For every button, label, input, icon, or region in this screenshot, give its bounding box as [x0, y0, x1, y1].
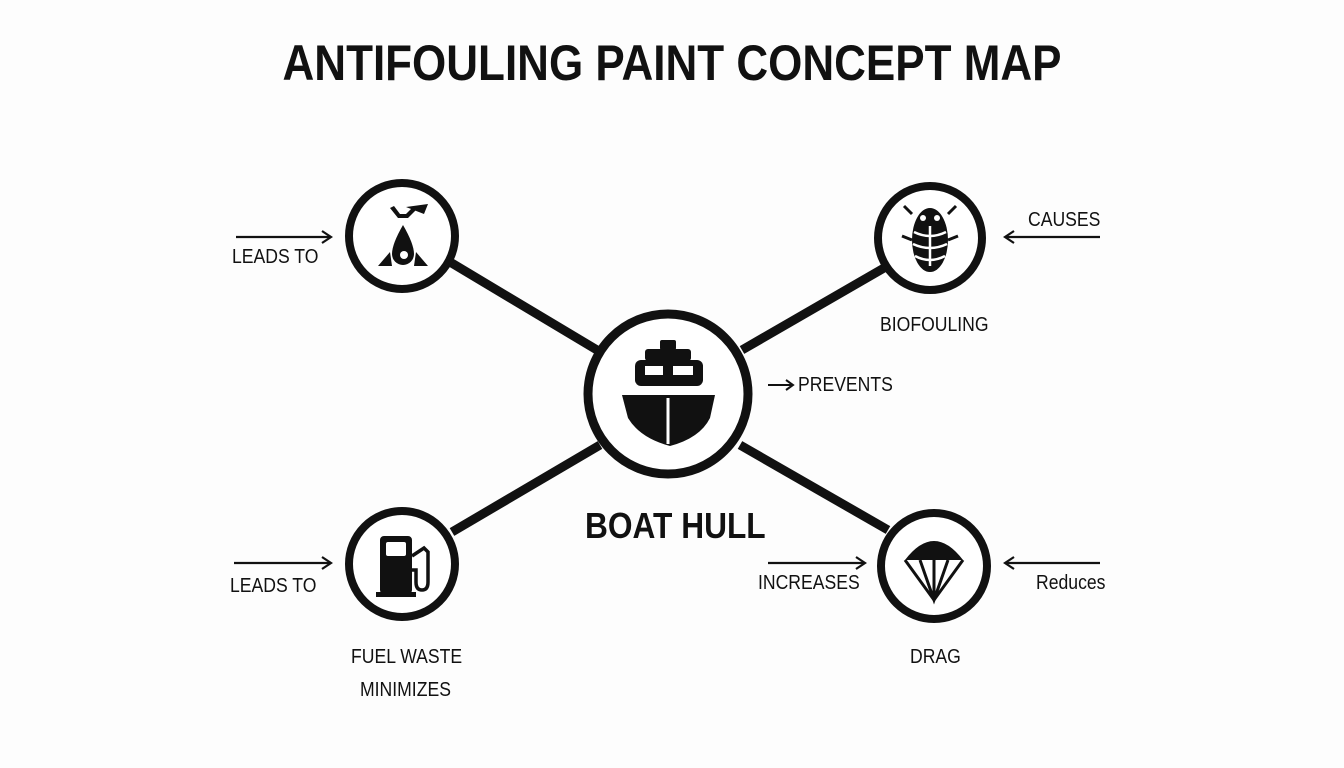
hub-node [583, 309, 753, 479]
relation-label-reduces: Reduces [1036, 572, 1106, 594]
arrow-causes [1003, 230, 1100, 244]
hub-label: BOAT HULL [585, 505, 766, 546]
node-label-biofouling: BIOFOULING [880, 314, 989, 336]
fuel-pump-icon [376, 536, 430, 597]
connector-top-left [447, 258, 600, 354]
node-bottom-left [345, 507, 459, 621]
connector-bottom-left [449, 441, 603, 536]
node-top-right [874, 182, 986, 294]
arrow-increases [768, 556, 867, 570]
ship-icon [622, 340, 715, 446]
relation-label-increases: INCREASES [758, 572, 860, 594]
node-label-fuel-waste: FUEL WASTE [351, 646, 463, 668]
node-bottom-right [877, 509, 991, 623]
relation-label-leads-to-bottom: LEADS TO [230, 575, 317, 597]
barnacle-icon [901, 204, 959, 272]
relation-label-leads-to-top: LEADS TO [232, 246, 319, 268]
parachute-icon [903, 541, 965, 605]
relation-label-minimizes: MINIMIZES [360, 679, 451, 701]
arrow-leads-to-bottom [234, 556, 333, 570]
page-title: ANTIFOULING PAINT CONCEPT MAP [282, 35, 1062, 91]
node-top-left [345, 179, 459, 293]
relation-label-prevents: PREVENTS [798, 374, 893, 396]
arrow-leads-to-top [236, 230, 333, 244]
oil-drop-icon [378, 204, 428, 266]
arrow-prevents [768, 379, 795, 391]
connector-top-right [739, 264, 887, 354]
relation-label-causes: CAUSES [1028, 209, 1101, 231]
connector-bottom-right [737, 441, 891, 534]
node-label-drag: DRAG [910, 646, 961, 668]
arrow-reduces [1003, 556, 1100, 570]
